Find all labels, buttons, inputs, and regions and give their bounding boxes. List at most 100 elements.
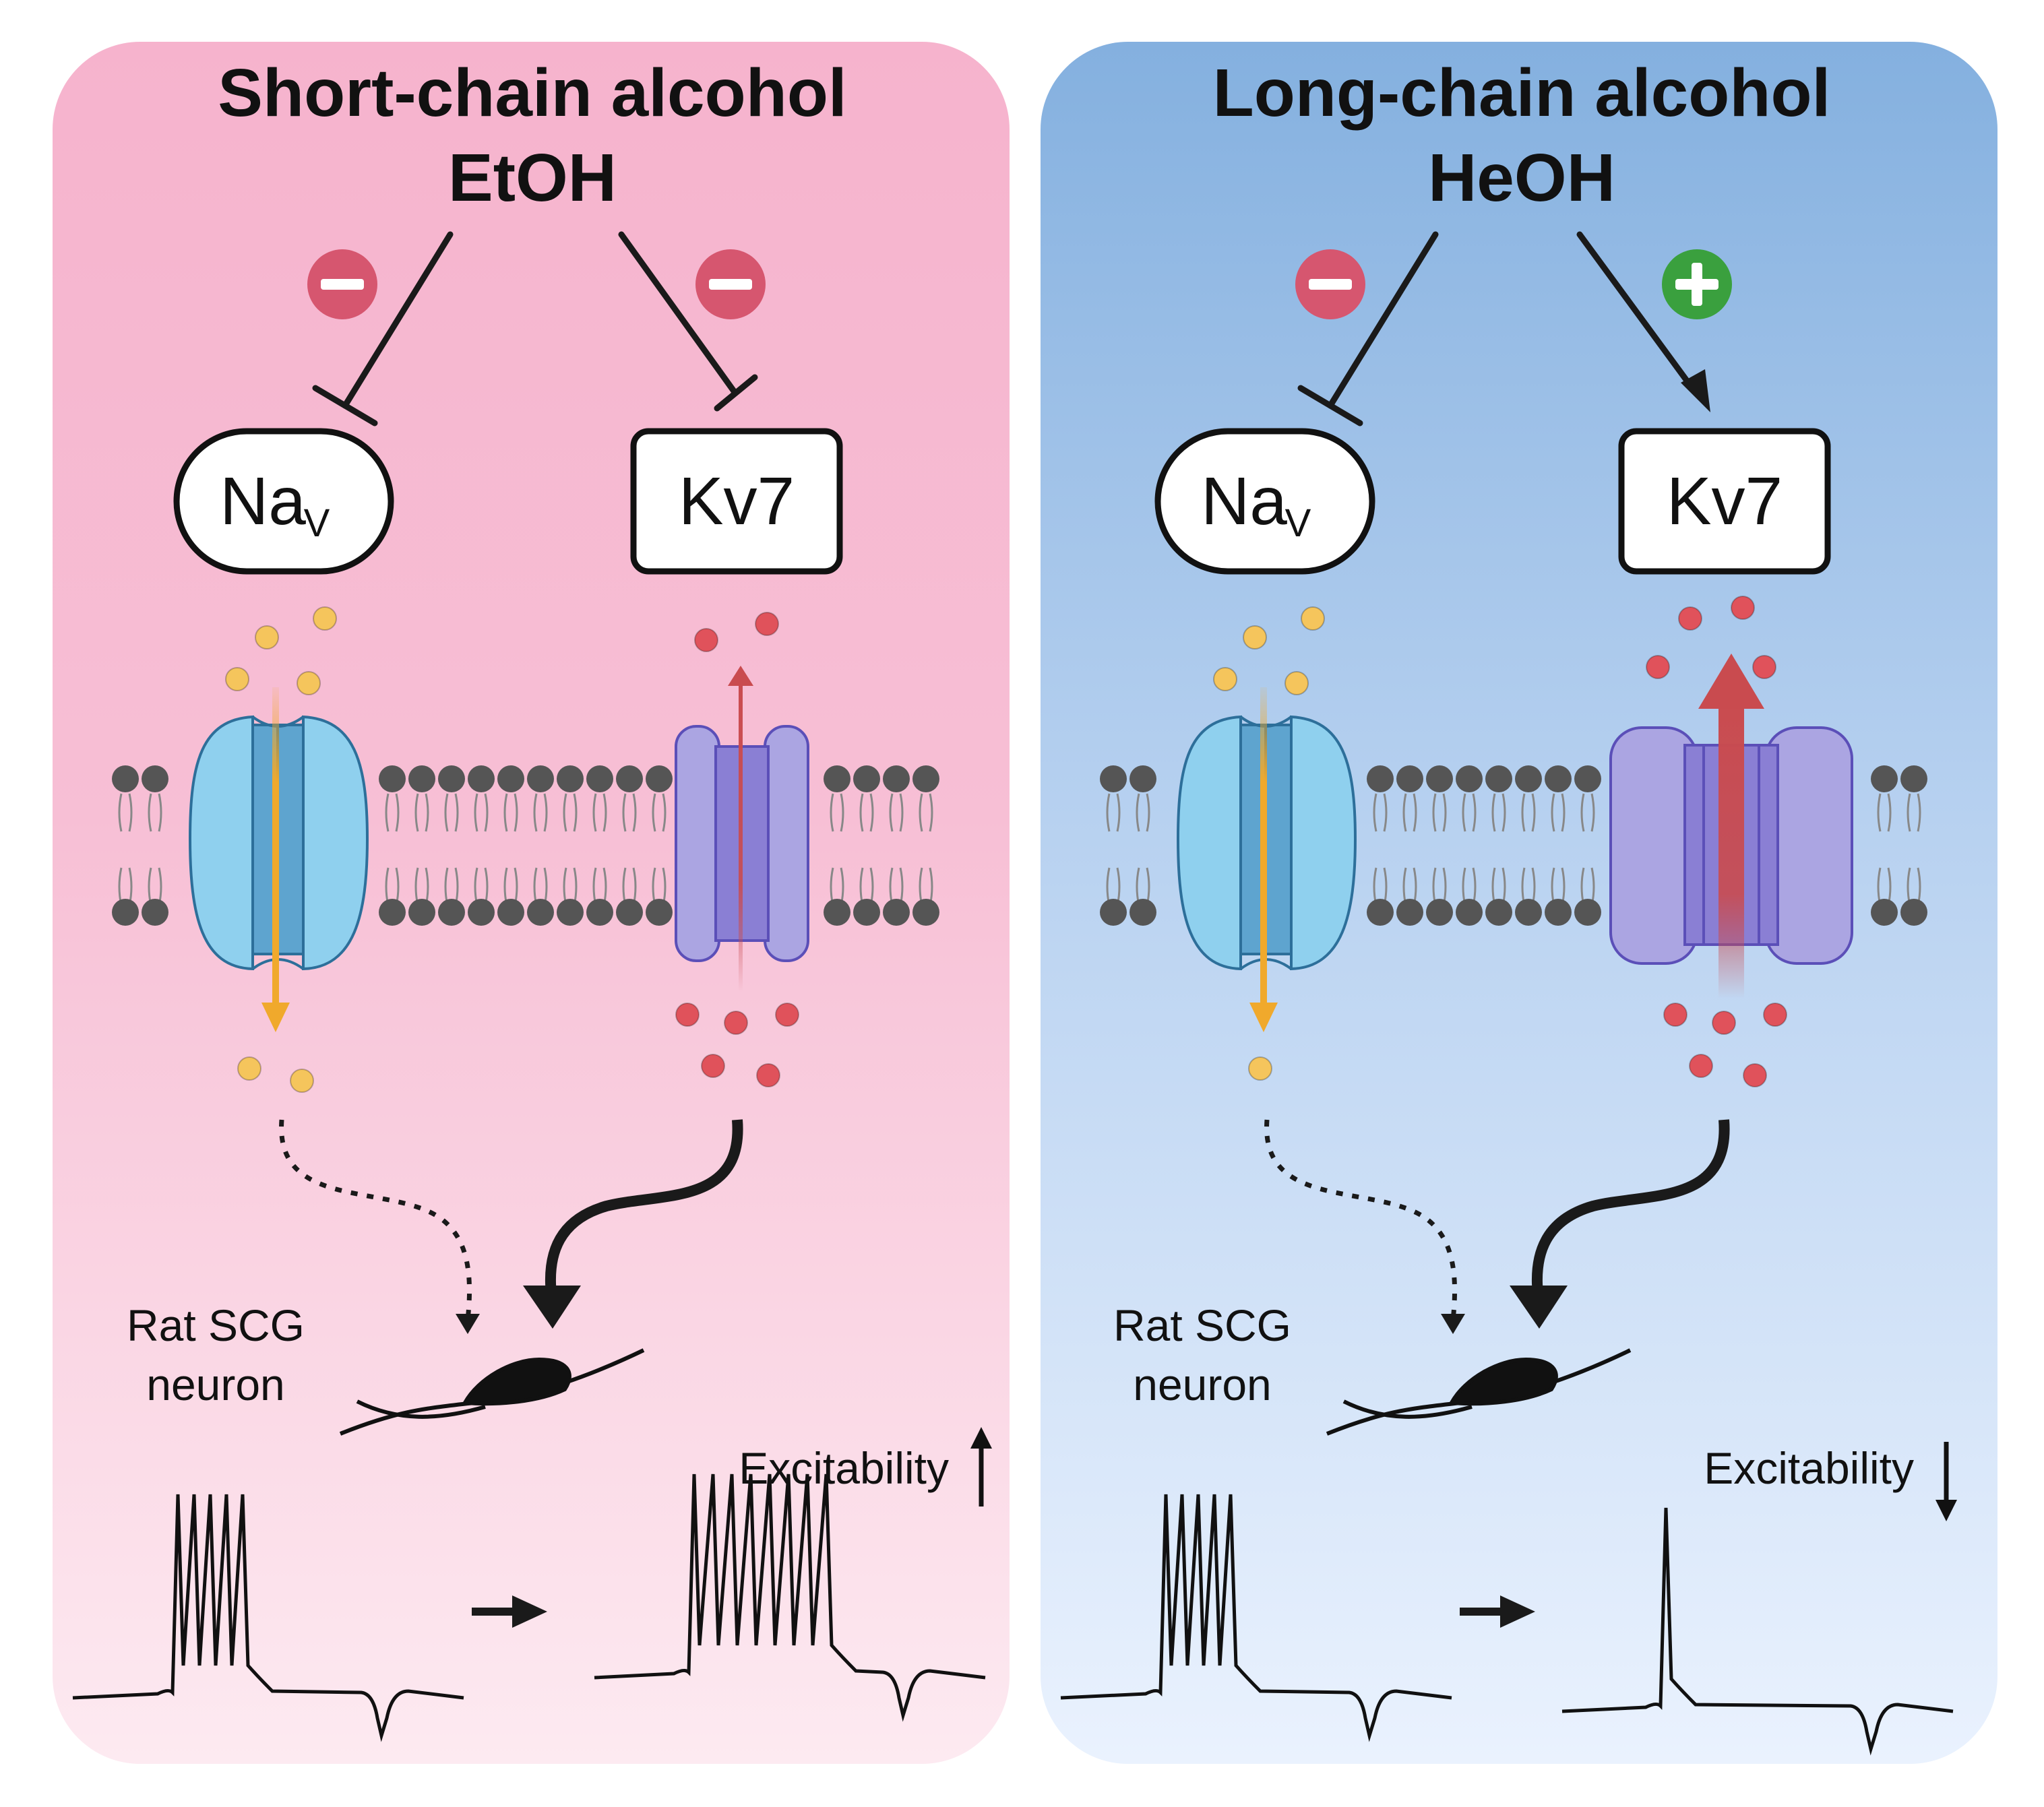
lipid-tail [1491,793,1506,906]
lipid-tail [563,793,578,906]
lipid-tail [1907,793,1921,906]
lipid-tail [1432,793,1447,906]
lipid-head [527,765,554,792]
minus-circle-icon [307,249,377,319]
lipid-head [853,899,880,926]
panel-title: Long-chain alcohol [1213,55,1831,131]
lipid-head [646,899,673,926]
scg-neuron-shape [339,1348,645,1436]
potassium-ion [775,1003,799,1027]
lipid-head [1100,765,1127,792]
scg-neuron-shape [1326,1348,1632,1436]
sodium-ion [225,667,249,691]
nav-label: Na [1201,464,1287,539]
inhibit-arrow-kv7 [618,231,758,412]
lipid-head [586,765,613,792]
lipid-head [1485,899,1512,926]
ion-particles [225,606,799,1093]
potassium-effect-arrowhead [1510,1286,1568,1329]
lipid-tail [118,793,133,906]
inhibit-arrow-nav [1297,231,1439,426]
lipid-head [527,899,554,926]
lipid-head [853,765,880,792]
lipid-membrane [1100,765,1927,926]
neuron-label-line1: Rat SCG [1113,1300,1291,1350]
lipid-head [586,899,613,926]
lipid-head [1515,899,1542,926]
lipid-head [142,899,168,926]
lipid-head [1574,765,1601,792]
trace-after [1561,1507,1954,1756]
kv7-label: Kv7 [679,464,795,539]
lipid-head [379,899,406,926]
neuron-label-line2: neuron [1133,1360,1272,1409]
lipid-tail [148,793,162,906]
lipid-head [1367,765,1394,792]
sodium-ion [313,606,337,631]
lipid-head [824,765,850,792]
lipid-membrane [112,765,939,926]
lipid-head [1871,765,1898,792]
potassium-ion [694,628,718,652]
trace-before [1060,1494,1452,1742]
potassium-ion [1712,1011,1736,1035]
potassium-ion [724,1011,748,1035]
lipid-tail [503,793,518,906]
potassium-ion [1689,1054,1713,1078]
potassium-ion [1763,1003,1787,1027]
lipid-head [497,899,524,926]
lipid-head [1426,765,1453,792]
lipid-head [1900,765,1927,792]
lipid-head [1367,899,1394,926]
lipid-head [1485,765,1512,792]
potassium-ion [701,1054,725,1078]
lipid-head [1515,765,1542,792]
lipid-tail [1580,793,1595,906]
lipid-tail [889,793,904,906]
lipid-tail [1106,793,1121,906]
neuron-label-line2: neuron [146,1360,285,1409]
lipid-head [497,765,524,792]
potassium-ion [1731,596,1755,620]
neuron-label-line1: Rat SCG [127,1300,305,1350]
lipid-head [557,899,584,926]
lipid-head [883,765,910,792]
lipid-head [912,899,939,926]
lipid-head [468,899,495,926]
lipid-tail [1521,793,1536,906]
lipid-head [1900,899,1927,926]
potassium-flux-arrow [728,666,753,992]
sodium-flux-arrow [1249,687,1278,1032]
lipid-tail [414,793,429,906]
lipid-head [112,765,139,792]
lipid-head [1129,765,1156,792]
lipid-tail [1136,793,1150,906]
inhibit-arrow-nav [312,231,454,426]
lipid-head [1426,899,1453,926]
sodium-ion [255,625,279,649]
panel-title: Short-chain alcohol [218,55,846,131]
sodium-ion [1248,1056,1272,1081]
trace-before [72,1494,464,1742]
nav-subscript: V [1285,501,1311,545]
lipid-head [379,765,406,792]
lipid-head [142,765,168,792]
lipid-tail [652,793,667,906]
sodium-ion [297,671,321,695]
lipid-tail [859,793,874,906]
potassium-effect-arrow [1531,1119,1730,1294]
minus-circle-icon [1295,249,1365,319]
lipid-tail [533,793,548,906]
potassium-ion [1743,1063,1767,1087]
lipid-head [408,765,435,792]
sodium-effect-arrow [279,1119,472,1321]
transition-arrow [1460,1595,1535,1628]
lipid-tail [1877,793,1892,906]
lipid-head [1396,765,1423,792]
lipid-head [616,765,643,792]
activate-arrow-kv7 [1576,231,1710,412]
potassium-effect-arrowhead [523,1286,581,1329]
sodium-ion [1213,667,1237,691]
lipid-head [1129,899,1156,926]
